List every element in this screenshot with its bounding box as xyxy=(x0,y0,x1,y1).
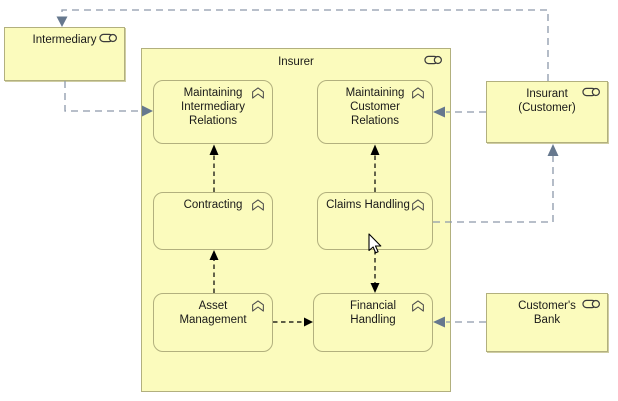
node-maintaining-intermediary-relations[interactable]: Maintaining Intermediary Relations xyxy=(153,80,273,144)
node-maintaining-customer-relations[interactable]: Maintaining Customer Relations xyxy=(317,80,433,144)
business-function-icon xyxy=(411,199,425,211)
insurant-label: Insurant (Customer) xyxy=(518,88,576,114)
business-role-icon xyxy=(582,299,601,309)
relation-intermediary-to-maintaining-intermediary-relations[interactable] xyxy=(64,81,141,112)
business-function-icon xyxy=(251,87,265,99)
maintaining-intermediary-relations-label: Maintaining Intermediary Relations xyxy=(181,87,245,127)
maintaining-customer-relations-label: Maintaining Customer Relations xyxy=(345,87,405,127)
node-insurant[interactable]: Insurant (Customer) xyxy=(486,81,608,143)
business-function-icon xyxy=(411,300,425,312)
business-function-icon xyxy=(251,199,265,211)
asset-management-label: Asset Management xyxy=(179,300,247,326)
node-asset-management[interactable]: Asset Management xyxy=(153,293,273,352)
arrowhead-into-insurant xyxy=(547,144,559,156)
insurer-label: Insurer xyxy=(278,56,314,68)
business-role-icon xyxy=(424,55,443,65)
financial-handling-label: Financial Handling xyxy=(349,300,397,326)
business-role-icon xyxy=(582,87,601,97)
claims-handling-label: Claims Handling xyxy=(326,199,410,211)
contracting-label: Contracting xyxy=(183,199,243,211)
business-role-icon xyxy=(99,33,118,43)
business-function-icon xyxy=(411,87,425,99)
arrowhead-into-intermediary xyxy=(56,16,68,27)
business-function-icon xyxy=(251,300,265,312)
node-claims-handling[interactable]: Claims Handling xyxy=(317,192,433,250)
relation-claims-handling-to-insurant[interactable] xyxy=(433,156,554,223)
node-customers-bank[interactable]: Customer's Bank xyxy=(486,293,608,352)
customers-bank-label: Customer's Bank xyxy=(518,300,576,326)
node-financial-handling[interactable]: Financial Handling xyxy=(313,293,433,352)
node-contracting[interactable]: Contracting xyxy=(153,192,273,250)
node-intermediary[interactable]: Intermediary xyxy=(4,27,125,81)
